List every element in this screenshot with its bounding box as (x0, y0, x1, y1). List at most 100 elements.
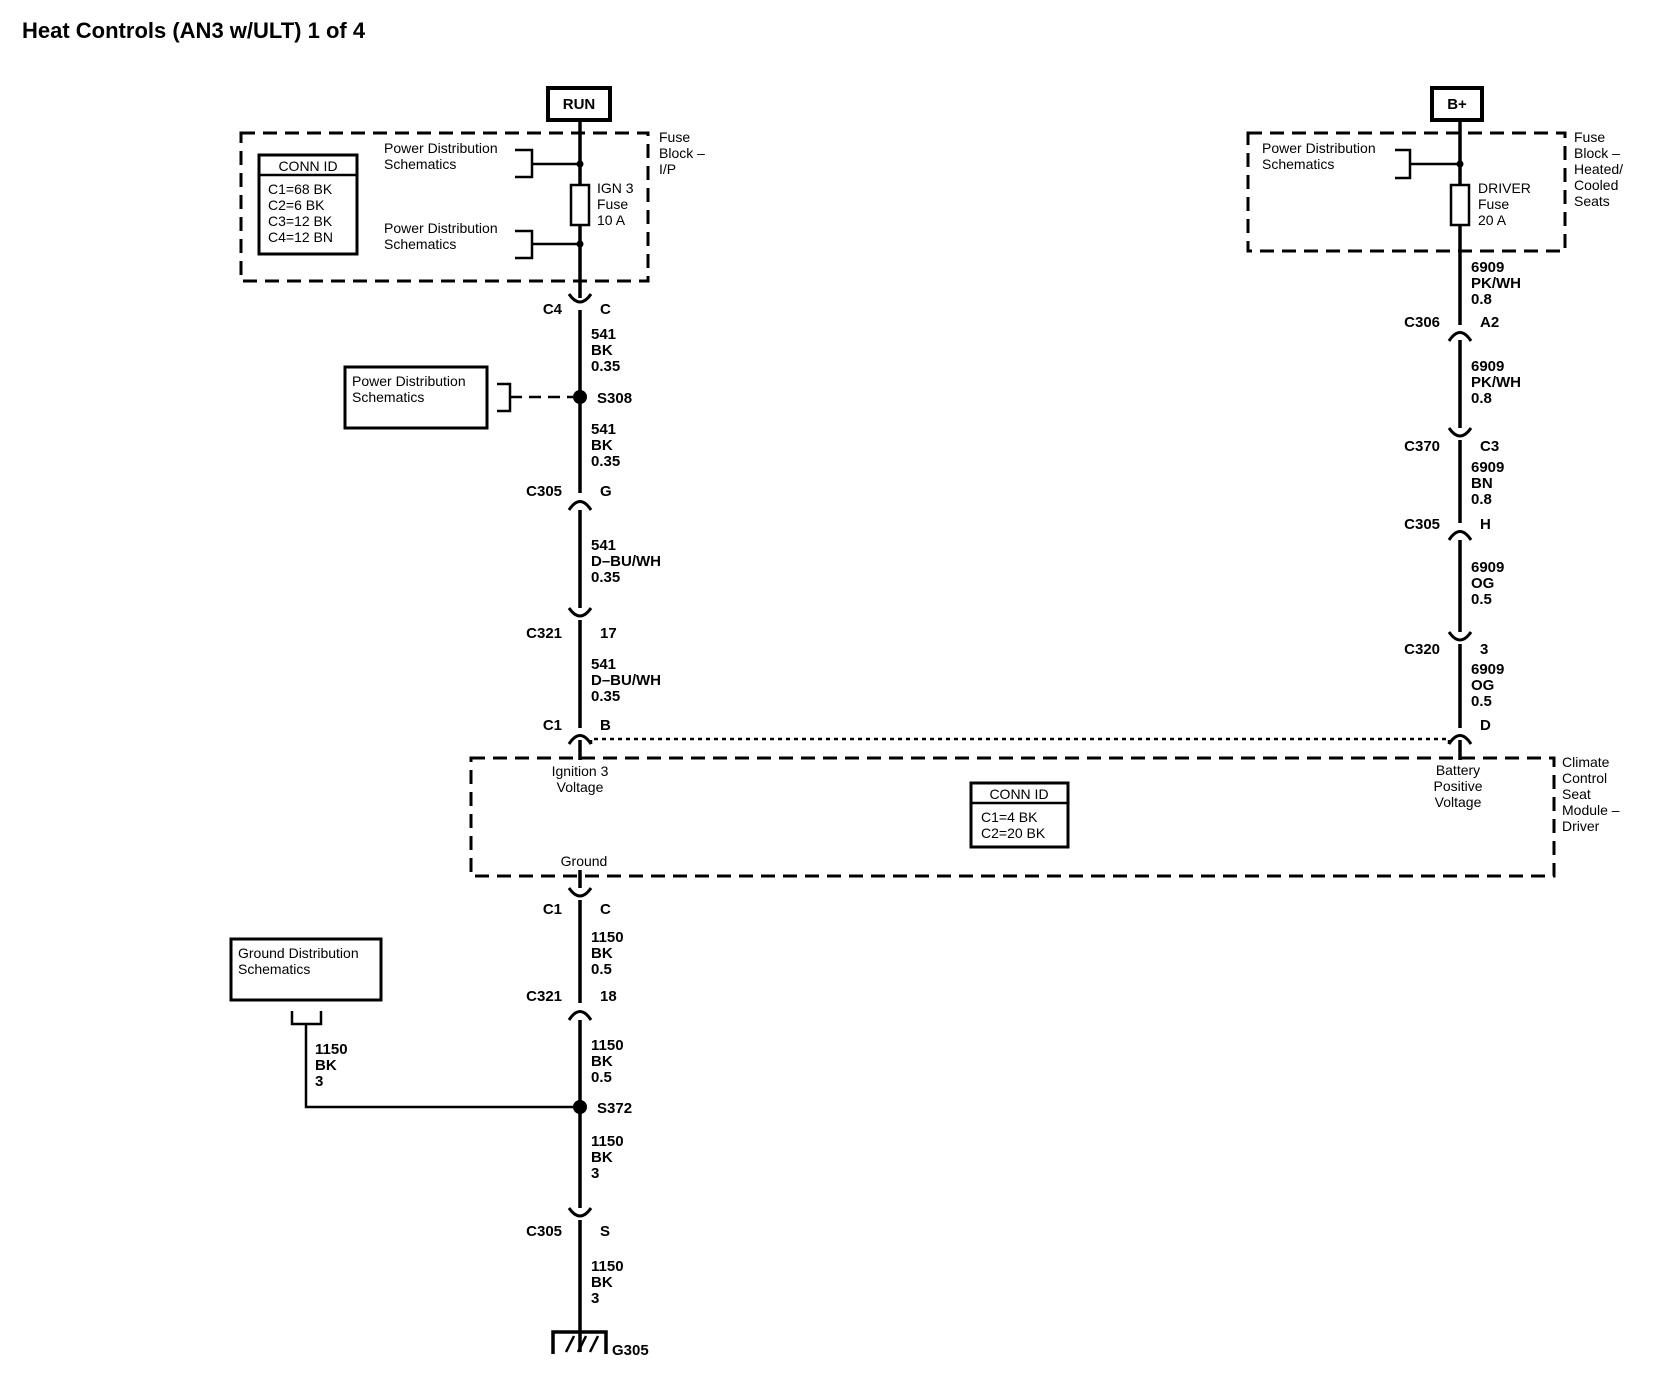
svg-text:PK/WH: PK/WH (1471, 275, 1521, 292)
svg-text:C4: C4 (543, 301, 563, 318)
svg-text:Voltage: Voltage (1435, 794, 1482, 810)
svg-text:Control: Control (1562, 770, 1607, 786)
wire-label-6909-og-1: 6909 OG 0.5 (1471, 559, 1504, 608)
wire-label-6909-pkwh-2: 6909 PK/WH 0.8 (1471, 358, 1521, 407)
svg-text:D–BU/WH: D–BU/WH (591, 672, 661, 689)
svg-text:Power Distribution: Power Distribution (352, 373, 466, 389)
wire-label-541-dbu-1: 541 D–BU/WH 0.35 (591, 537, 661, 586)
svg-text:G305: G305 (612, 1342, 649, 1359)
svg-text:D: D (1480, 717, 1491, 734)
svg-text:IGN 3: IGN 3 (597, 180, 634, 196)
connector-c306: C306 A2 (1404, 314, 1499, 342)
svg-text:C321: C321 (526, 988, 562, 1005)
connector-c4: C4 C (543, 293, 611, 318)
svg-text:BK: BK (591, 945, 613, 962)
svg-text:BK: BK (591, 437, 613, 454)
svg-text:C321: C321 (526, 625, 562, 642)
svg-text:C305: C305 (526, 483, 562, 500)
fuse-block-ip-label: Fuse Block – I/P (659, 129, 705, 177)
svg-text:Cooled: Cooled (1574, 177, 1618, 193)
svg-text:3: 3 (1480, 641, 1488, 658)
bplus-source: B+ (1430, 86, 1484, 122)
fuse-block-seats-frame (1246, 131, 1567, 253)
splice-s308: S308 (573, 390, 632, 407)
svg-text:Schematics: Schematics (384, 156, 456, 172)
module-frame (469, 756, 1556, 878)
svg-text:Module –: Module – (1562, 802, 1620, 818)
module-label: Climate Control Seat Module – Driver (1562, 754, 1620, 834)
fuse-block-seats-label: Fuse Block – Heated/ Cooled Seats (1574, 129, 1623, 209)
svg-text:541: 541 (591, 421, 616, 438)
svg-text:Schematics: Schematics (1262, 156, 1334, 172)
svg-text:Ground Distribution: Ground Distribution (238, 945, 359, 961)
svg-text:Fuse: Fuse (597, 196, 628, 212)
wire-label-6909-bn: 6909 BN 0.8 (1471, 459, 1504, 508)
svg-text:C1: C1 (543, 901, 562, 918)
svg-text:20 A: 20 A (1478, 212, 1507, 228)
svg-text:Ignition 3: Ignition 3 (552, 763, 609, 779)
connector-link-dotted (589, 737, 1451, 744)
svg-text:BK: BK (591, 1274, 613, 1291)
svg-text:541: 541 (591, 656, 616, 673)
svg-text:Schematics: Schematics (352, 389, 424, 405)
svg-text:0.5: 0.5 (1471, 693, 1492, 710)
ground-symbol-g305: G305 (551, 1330, 649, 1359)
svg-text:BK: BK (315, 1057, 337, 1074)
driver-fuse: DRIVER Fuse 20 A (1449, 180, 1531, 228)
gds-box: Ground Distribution Schematics (229, 937, 580, 1109)
svg-text:Fuse: Fuse (659, 129, 690, 145)
connector-c321-17: C321 17 (526, 607, 617, 642)
wire-label-1150-bk-3: 1150 BK 3 (591, 1133, 624, 1182)
svg-text:C3: C3 (1480, 438, 1499, 455)
svg-text:C2=6 BK: C2=6 BK (268, 197, 325, 213)
svg-text:0.5: 0.5 (1471, 591, 1492, 608)
svg-text:Power Distribution: Power Distribution (384, 140, 498, 156)
svg-text:RUN: RUN (563, 96, 596, 113)
svg-text:1150: 1150 (315, 1041, 348, 1058)
svg-text:Power Distribution: Power Distribution (384, 220, 498, 236)
connector-c305-h: C305 H (1404, 516, 1491, 541)
svg-text:Climate: Climate (1562, 754, 1610, 770)
svg-text:Power Distribution: Power Distribution (1262, 140, 1376, 156)
svg-text:Positive: Positive (1433, 778, 1482, 794)
splice-s372: S372 (573, 1100, 632, 1117)
connector-c305-g: C305 G (526, 483, 612, 511)
svg-text:6909: 6909 (1471, 358, 1504, 375)
svg-text:17: 17 (600, 625, 617, 642)
svg-text:1150: 1150 (591, 1258, 624, 1275)
wire-label-541-bk-1: 541 BK 0.35 (591, 326, 620, 375)
svg-text:C1=68 BK: C1=68 BK (268, 181, 333, 197)
svg-text:Seat: Seat (1562, 786, 1591, 802)
ground-label: Ground (561, 853, 608, 869)
wire-label-1150-bk-4: 1150 BK 3 (591, 1258, 624, 1307)
svg-text:0.35: 0.35 (591, 569, 620, 586)
svg-text:6909: 6909 (1471, 259, 1504, 276)
battery-positive-voltage-label: Battery Positive Voltage (1433, 762, 1482, 810)
svg-text:3: 3 (315, 1073, 323, 1090)
svg-text:0.5: 0.5 (591, 1069, 612, 1086)
svg-text:1150: 1150 (591, 929, 624, 946)
pds-ref-top: Power Distribution Schematics (384, 140, 580, 179)
svg-text:Driver: Driver (1562, 818, 1600, 834)
svg-text:0.35: 0.35 (591, 688, 620, 705)
pds-ref-bottom: Power Distribution Schematics (384, 220, 580, 260)
svg-text:C: C (600, 301, 611, 318)
svg-text:Block –: Block – (659, 145, 705, 161)
fuse-block-ip-frame (239, 131, 650, 283)
svg-text:0.8: 0.8 (1471, 390, 1492, 407)
svg-text:C3=12 BK: C3=12 BK (268, 213, 333, 229)
connector-c305-s: C305 S (526, 1207, 610, 1240)
svg-text:541: 541 (591, 326, 616, 343)
svg-text:PK/WH: PK/WH (1471, 374, 1521, 391)
svg-text:Fuse: Fuse (1574, 129, 1605, 145)
svg-text:C306: C306 (1404, 314, 1440, 331)
connector-c1-c: C1 C (543, 887, 611, 918)
svg-text:0.8: 0.8 (1471, 491, 1492, 508)
ignition-3-voltage-label: Ignition 3 Voltage (552, 763, 609, 795)
svg-text:10 A: 10 A (597, 212, 626, 228)
wire-label-1150-bk-1: 1150 BK 0.5 (591, 929, 624, 978)
svg-text:D–BU/WH: D–BU/WH (591, 553, 661, 570)
svg-text:H: H (1480, 516, 1491, 533)
svg-text:6909: 6909 (1471, 559, 1504, 576)
